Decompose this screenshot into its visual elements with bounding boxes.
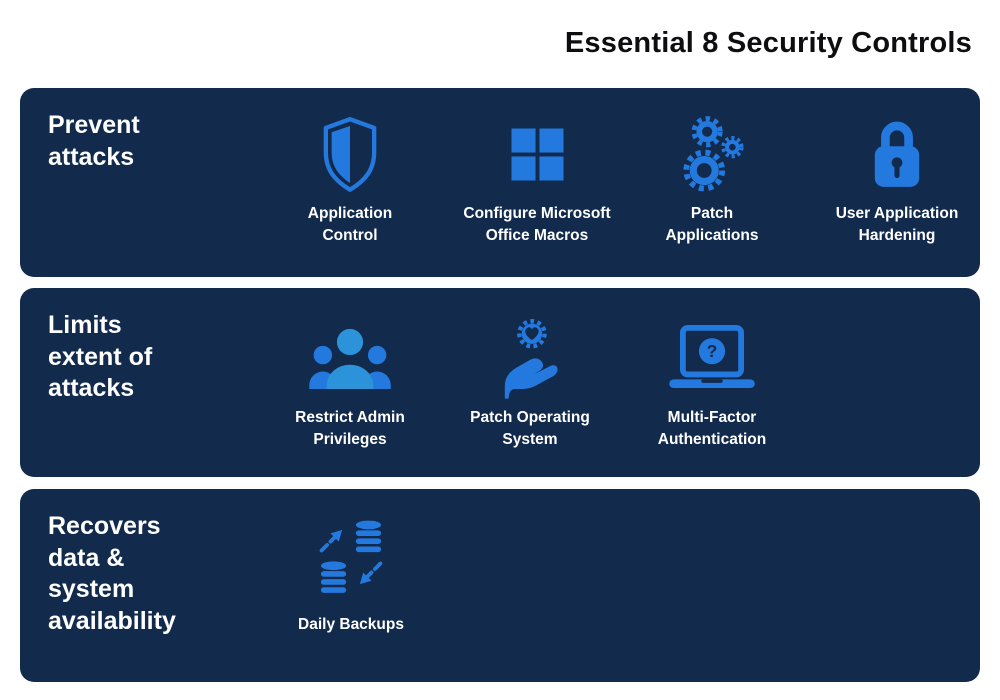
arrow-down-left bbox=[359, 561, 383, 585]
control-label: Configure Microsoft Office Macros bbox=[463, 205, 611, 244]
control-label: Patch Applications bbox=[665, 205, 759, 244]
control-label: User Application Hardening bbox=[835, 205, 959, 244]
panel-heading: Prevent attacks bbox=[48, 111, 140, 171]
control-user-app-hardening: User Application Hardening bbox=[792, 108, 1000, 246]
microsoft-squares-icon bbox=[510, 108, 564, 200]
control-application-control: Application Control bbox=[265, 108, 435, 246]
panel-prevent-attacks: Prevent attacks Application Control Conf… bbox=[20, 88, 980, 277]
gears-icon bbox=[678, 108, 746, 200]
control-label: Multi-Factor Authentication bbox=[657, 409, 767, 448]
control-office-macros: Configure Microsoft Office Macros bbox=[432, 108, 642, 246]
control-daily-backups: Daily Backups bbox=[251, 511, 451, 636]
laptop-question-icon: ? bbox=[669, 324, 755, 389]
arrow-up-right bbox=[319, 529, 343, 553]
control-label: Restrict Admin Privileges bbox=[295, 409, 405, 448]
control-restrict-admin: Restrict Admin Privileges bbox=[260, 310, 440, 450]
database-sync-icon bbox=[319, 520, 383, 593]
control-patch-applications: Patch Applications bbox=[627, 108, 797, 246]
control-patch-os: Patch Operating System bbox=[440, 310, 620, 450]
panel-heading: Recovers data & system availability bbox=[48, 512, 176, 635]
people-group-icon bbox=[309, 328, 391, 389]
panel-heading: Limits extent of attacks bbox=[48, 311, 153, 402]
laptop-question-icon: ? bbox=[665, 310, 759, 404]
padlock-icon bbox=[874, 121, 920, 187]
control-mfa: ? Multi-Factor Authentication bbox=[612, 310, 812, 450]
hand-gear-icon bbox=[504, 318, 558, 399]
gears-icon bbox=[683, 116, 744, 192]
database-sync-icon bbox=[317, 511, 385, 605]
page-title: Essential 8 Security Controls bbox=[564, 27, 972, 59]
question-mark-glyph: ? bbox=[707, 341, 718, 361]
shield-half-icon bbox=[321, 108, 379, 200]
padlock-icon bbox=[869, 108, 925, 200]
hand-gear-icon bbox=[499, 310, 561, 404]
panel-recovers-data: Recovers data & system availability bbox=[20, 489, 980, 682]
control-label: Application Control bbox=[307, 205, 393, 244]
shield-half-icon bbox=[323, 117, 377, 192]
control-label: Daily Backups bbox=[298, 616, 404, 633]
control-label: Patch Operating System bbox=[470, 409, 590, 448]
panel-limits-extent: Limits extent of attacks Restrict Admin … bbox=[20, 288, 980, 477]
people-group-icon bbox=[308, 310, 392, 404]
microsoft-squares-icon bbox=[510, 127, 564, 181]
